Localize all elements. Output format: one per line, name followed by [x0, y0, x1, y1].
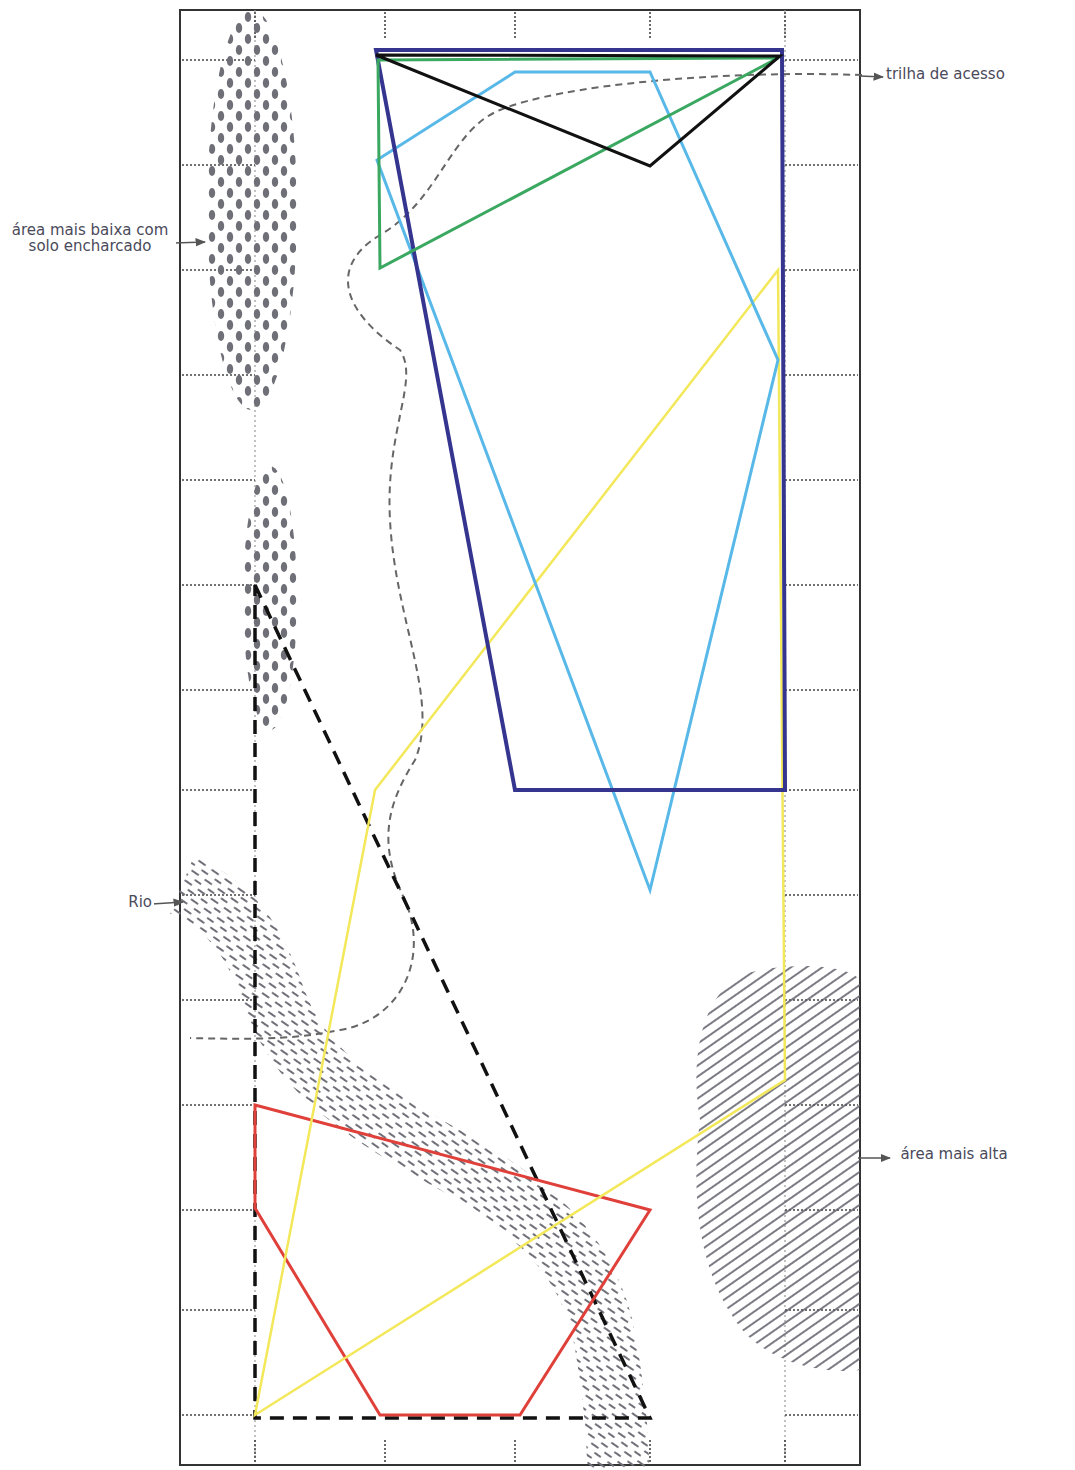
grid-tick: [785, 269, 858, 271]
grid-tick: [384, 12, 386, 40]
grid-tick: [784, 1440, 786, 1463]
grid-tick: [649, 12, 651, 40]
leader-line: [174, 242, 205, 243]
grid-tick: [182, 1414, 255, 1416]
grid-tick: [785, 689, 858, 691]
grid-tick: [784, 12, 786, 40]
grid-tick: [785, 789, 858, 791]
grid-tick: [182, 479, 255, 481]
blue-polygon: [377, 72, 778, 890]
grid-tick: [785, 584, 858, 586]
grid-tick: [254, 1440, 256, 1463]
green-polygon: [378, 58, 778, 268]
navy-polygon: [376, 50, 785, 790]
grid-tick: [514, 1440, 516, 1463]
grid-tick: [785, 1414, 858, 1416]
grid-tick: [649, 1440, 651, 1463]
leader-line: [152, 902, 183, 904]
grid-tick: [785, 59, 858, 61]
yellow-polygon: [255, 270, 785, 1415]
wet-area-label: área mais baixa com solo encharcado: [4, 222, 176, 256]
black-polygon: [376, 55, 780, 166]
grid-tick: [785, 374, 858, 376]
trail-label: trilha de acesso: [884, 66, 1068, 84]
high-area-label: área mais alta: [892, 1146, 1016, 1164]
grid-tick: [182, 689, 255, 691]
red-polygon: [255, 1105, 650, 1415]
site-border: [180, 10, 860, 1465]
grid-tick: [785, 479, 858, 481]
dashed-triangle: [255, 585, 650, 1418]
grid-tick: [514, 12, 516, 40]
grid-tick: [182, 1104, 255, 1106]
river: [182, 885, 618, 1468]
grid-tick: [384, 1440, 386, 1463]
grid-tick: [785, 894, 858, 896]
grid-tick: [182, 789, 255, 791]
leader-line: [860, 76, 883, 77]
river-label: Rio: [110, 894, 154, 912]
grid-tick: [182, 1209, 255, 1211]
wet-area: [243, 466, 297, 730]
grid-tick: [785, 164, 858, 166]
leader-line: [858, 1157, 890, 1159]
wet-area: [207, 10, 297, 410]
grid-tick: [182, 1309, 255, 1311]
high-area: [696, 966, 860, 1371]
